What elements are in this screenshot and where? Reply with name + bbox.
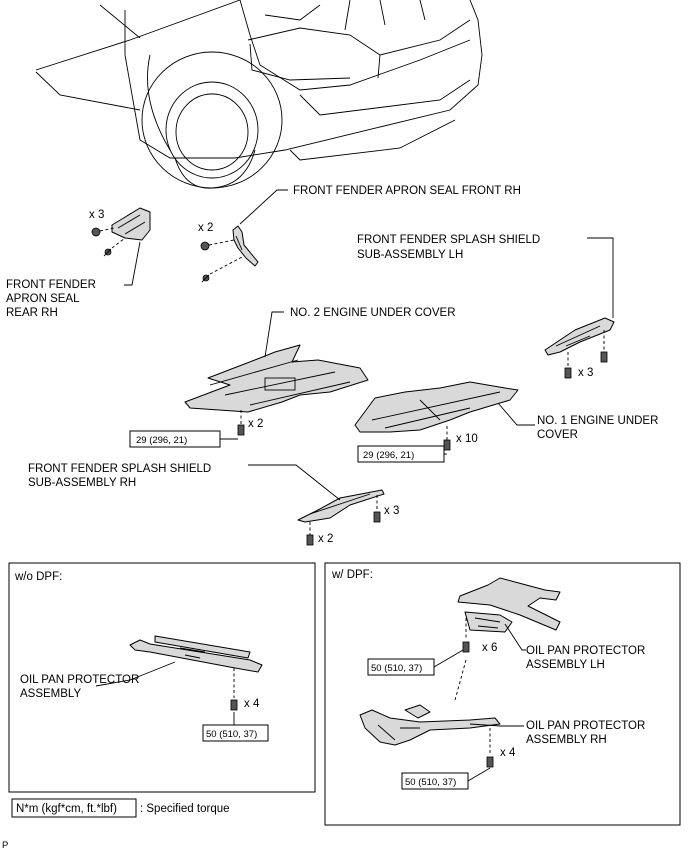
vehicle-front-illustration [35,0,483,189]
no2-engine-under-cover-part [184,311,369,436]
label-w-dpf: w/ DPF: [331,569,373,581]
label-splash-rh-line2: SUB-ASSEMBLY RH [28,477,136,489]
qty-splash-lh: x 3 [578,367,593,379]
qty-w-dpf-rh: x 4 [500,747,516,759]
corner-mark: P [2,840,8,851]
torque-box-w-dpf-lh: 50 (510, 37) [367,649,464,676]
oil-pan-protector-part [95,635,263,711]
label-no2-under-cover: NO. 2 ENGINE UNDER COVER [290,307,456,319]
qty-w-dpf-lh: x 6 [482,642,497,654]
label-oil-pan-rh-line2: ASSEMBLY RH [526,734,607,746]
label-oil-pan-lh-line1: OIL PAN PROTECTOR [526,645,645,657]
torque-box-no1: 29 (296, 21) [357,445,447,463]
torque-w-dpf-lh: 50 (510, 37) [371,663,422,674]
torque-box-wo-dpf: 50 (510, 37) [202,712,269,742]
wo-dpf-panel [8,562,316,793]
torque-box-no2: 29 (296, 21) [129,430,238,448]
label-apron-rear-line3: REAR RH [6,307,58,319]
torque-legend: N*m (kgf*cm, ft.*lbf) : Specified torque [11,798,230,818]
oil-pan-protector-rh-part [359,704,524,768]
label-apron-rear-line2: APRON SEAL [6,293,80,305]
label-splash-rh-line1: FRONT FENDER SPLASH SHIELD [28,463,211,475]
label-oil-pan-line2: ASSEMBLY [20,688,81,700]
legend-description: : Specified torque [140,803,230,815]
qty-splash-rh-b: x 2 [318,533,333,545]
splash-shield-rh-part [248,464,385,546]
label-apron-front-rh: FRONT FENDER APRON SEAL FRONT RH [293,185,521,197]
torque-box-w-dpf-rh: 50 (510, 37) [401,767,491,790]
legend-units: N*m (kgf*cm, ft.*lbf) [16,803,117,815]
qty-no1: x 10 [456,433,478,445]
qty-wo-dpf: x 4 [244,698,260,710]
apron-seal-rear-rh-part [91,207,151,286]
qty-front-seal: x 2 [198,222,213,234]
torque-no2: 29 (296, 21) [136,435,187,446]
label-no1-under-line1: NO. 1 ENGINE UNDER [537,415,658,427]
label-splash-lh-line1: FRONT FENDER SPLASH SHIELD [357,234,540,246]
label-oil-pan-rh-line1: OIL PAN PROTECTOR [526,720,645,732]
label-oil-pan-lh-line2: ASSEMBLY LH [526,659,605,671]
label-wo-dpf: w/o DPF: [14,571,62,583]
torque-no1: 29 (296, 21) [363,450,414,461]
oil-pan-protector-lh-part [454,577,561,701]
label-splash-lh-line2: SUB-ASSEMBLY LH [357,249,463,261]
qty-splash-rh-a: x 3 [384,505,399,517]
splash-shield-lh-part [544,237,615,379]
label-apron-rear-line1: FRONT FENDER [6,279,96,291]
torque-wo-dpf: 50 (510, 37) [206,729,257,740]
torque-w-dpf-rh: 50 (510, 37) [405,777,456,788]
qty-no2: x 2 [248,418,263,430]
qty-rear-seal: x 3 [89,209,104,221]
label-no1-under-line2: COVER [537,429,578,441]
label-oil-pan-line1: OIL PAN PROTECTOR [20,674,139,686]
no1-engine-under-cover-part [354,381,535,451]
apron-seal-front-rh-part [200,189,288,283]
